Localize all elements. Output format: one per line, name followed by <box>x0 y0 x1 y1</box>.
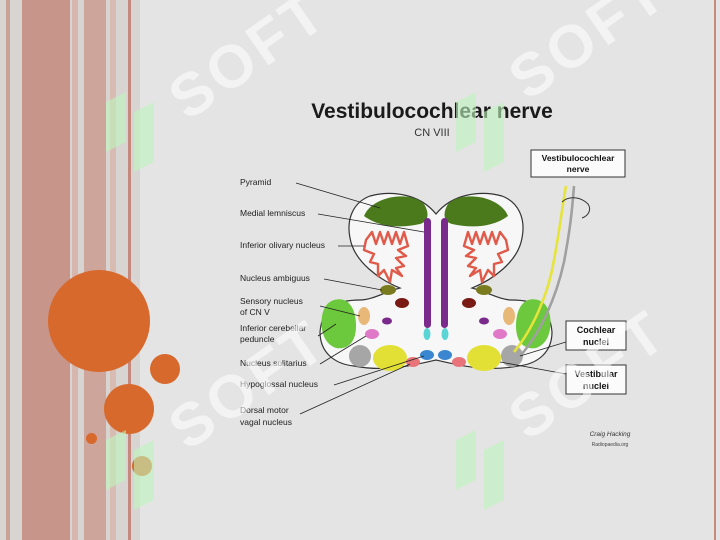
cochlear-label-2: nuclei <box>583 337 609 347</box>
label-solitarius: Nucleus solitarius <box>240 358 307 368</box>
nerve-label-2: nerve <box>567 164 590 174</box>
vestibular-label-box <box>565 364 627 395</box>
cochlear-nucleus-left <box>349 345 371 367</box>
nerve-loop <box>561 197 591 219</box>
credit-site: Radiopaedia.org <box>592 442 629 448</box>
reticular-nucleus-left <box>395 298 409 308</box>
small-nucleus-right <box>479 317 489 325</box>
stripe <box>6 0 10 540</box>
label-pyramid: Pyramid <box>240 177 271 187</box>
leader-line <box>317 213 425 233</box>
icp-left <box>321 299 356 349</box>
leader-line <box>319 305 361 317</box>
sensory-nucleus-cnv-left <box>358 307 370 325</box>
mlf-left <box>423 328 431 340</box>
hypoglossal-nucleus-left <box>420 350 434 360</box>
nucleus-solitarius-right <box>493 329 507 339</box>
nucleus-solitarius-left <box>365 329 379 339</box>
stripe <box>110 0 116 540</box>
label-sensory-nucleus: Sensory nucleus <box>240 296 303 306</box>
small-nucleus-left <box>382 317 392 325</box>
cochlear-nucleus-right <box>501 345 523 367</box>
decorative-circle <box>104 384 154 434</box>
leader-line <box>317 323 337 337</box>
sensory-nucleus-cnv-right <box>503 307 515 325</box>
leader-line <box>499 361 567 375</box>
leader-line <box>323 278 383 291</box>
leader-line <box>333 355 425 386</box>
label-inferior-olivary: Inferior olivary nucleus <box>240 240 325 250</box>
nerve-fibre-gray <box>519 185 576 357</box>
leader-line <box>295 182 381 209</box>
leader-line <box>319 335 367 365</box>
stripe <box>128 0 131 540</box>
diagram-title: Vestibulocochlear nerve <box>311 100 553 123</box>
hypoglossal-nucleus-right <box>438 350 452 360</box>
label-nucleus-ambiguus: Nucleus ambiguus <box>240 273 310 283</box>
nerve-fibre-yellow <box>512 185 568 353</box>
leader-line <box>519 341 567 357</box>
label-icp-2: peduncle <box>240 334 275 344</box>
pyramid-left <box>364 196 428 227</box>
stripe <box>72 0 78 540</box>
slide-right-border <box>714 0 716 540</box>
stripe <box>22 0 70 540</box>
label-medial-lemniscus: Medial lemniscus <box>240 208 305 218</box>
inferior-olive-left <box>362 230 410 284</box>
mlf-right <box>441 328 449 340</box>
inferior-olive-right <box>462 230 510 284</box>
label-dorsal-motor-2: vagal nucleus <box>240 417 292 427</box>
label-sensory-nucleus-2: of CN V <box>240 307 270 317</box>
dorsal-motor-vagal-right <box>452 357 466 367</box>
decorative-circle-small <box>86 433 97 444</box>
nucleus-ambiguus-left <box>380 285 396 295</box>
vestibular-nuclei-right <box>467 345 501 371</box>
credit-name: Craig Hacking <box>590 431 631 438</box>
medial-lemniscus-left <box>424 218 431 328</box>
reticular-nucleus-right <box>462 298 476 308</box>
medulla-outline <box>319 192 553 370</box>
pyramid-right <box>444 196 508 227</box>
label-hypoglossal: Hypoglossal nucleus <box>240 379 318 389</box>
cochlear-label-box <box>565 320 627 351</box>
leader-line <box>299 363 411 415</box>
label-dorsal-motor: Dorsal motor <box>240 405 289 415</box>
nerve-label-box <box>530 149 626 178</box>
label-icp: Inferior cerebellar <box>240 323 306 333</box>
decorative-circle-large <box>48 270 150 372</box>
dorsal-motor-vagal-left <box>406 357 420 367</box>
vestibular-label: Vestibular <box>574 369 618 379</box>
decorative-circle <box>150 354 180 384</box>
medial-lemniscus-right <box>441 218 448 328</box>
vestibular-label-2: nuclei <box>583 381 609 391</box>
nucleus-ambiguus-right <box>476 285 492 295</box>
nerve-label: Vestibulocochlear <box>542 153 615 163</box>
diagram-subtitle: CN VIII <box>414 127 449 139</box>
cochlear-label: Cochlear <box>577 325 616 335</box>
